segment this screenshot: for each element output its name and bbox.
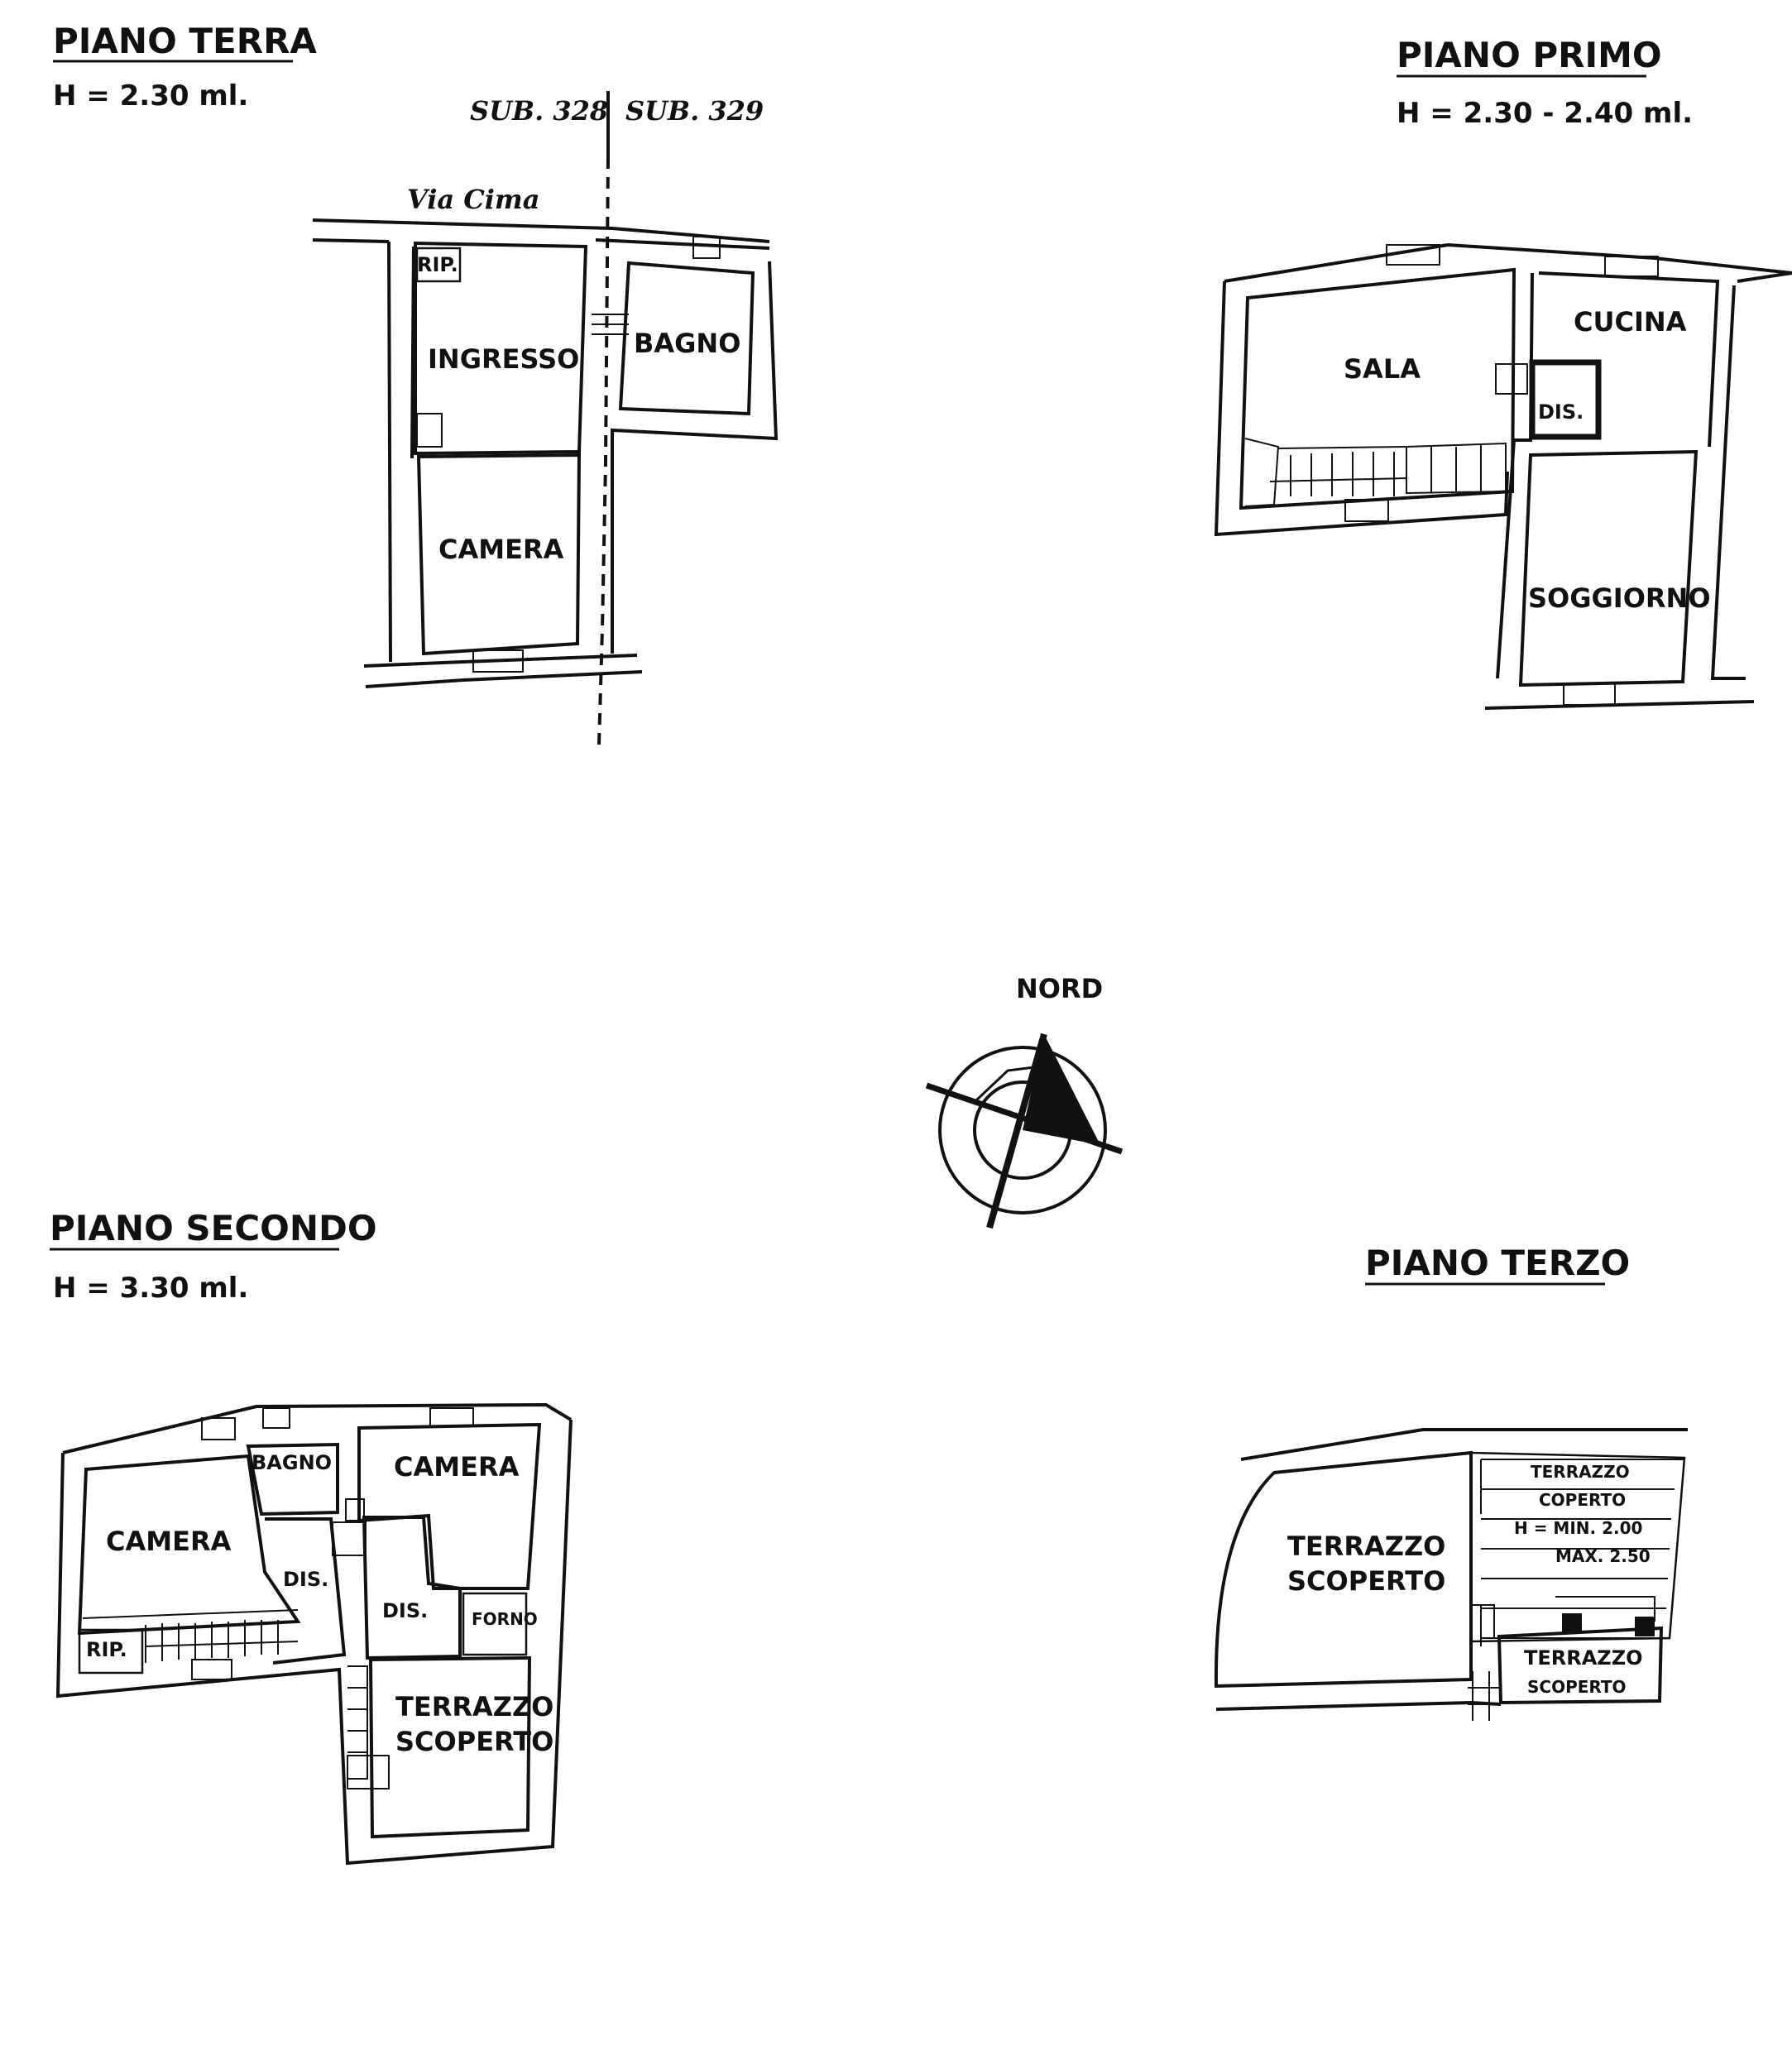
first-floor-height: H = 2.30 - 2.40 ml.: [1397, 97, 1693, 130]
second-floor-plan: PIANO SECONDO H = 3.30 ml. BAGNO: [50, 1208, 573, 1866]
ground-bagno-label: BAGNO: [634, 328, 740, 359]
second-rip-label: RIP.: [86, 1638, 127, 1661]
street-name: Via Cima: [407, 184, 540, 215]
north-compass: NORD: [925, 973, 1124, 1229]
third-terrazzo-scoperto-line1: TERRAZZO: [1287, 1531, 1445, 1562]
ground-floor-height: H = 2.30 ml.: [53, 79, 248, 113]
third-floor-title: PIANO TERZO: [1365, 1243, 1630, 1283]
first-dis-label: DIS.: [1538, 400, 1584, 424]
second-floor-height: H = 3.30 ml.: [53, 1272, 248, 1305]
third-terrazzo-small-line2: SCOPERTO: [1527, 1677, 1627, 1697]
second-dis-left-label: DIS.: [283, 1568, 328, 1591]
second-camera-left-label: CAMERA: [106, 1526, 232, 1557]
first-floor-plan: PIANO PRIMO H = 2.30 - 2.40 ml. SALA CUC…: [1214, 35, 1792, 710]
first-soggiorno-label: SOGGIORNO: [1528, 582, 1711, 614]
ground-camera-label: CAMERA: [438, 534, 564, 565]
first-cucina-label: CUCINA: [1574, 306, 1687, 338]
ground-ingresso-label: INGRESSO: [428, 343, 579, 375]
first-sala-label: SALA: [1344, 353, 1421, 385]
sub-329-label: SUB. 329: [625, 95, 764, 127]
third-floor-plan: PIANO TERZO TERRAZZO SCOPERTO TERRAZZO C…: [1214, 1243, 1688, 1721]
third-height-min: H = MIN. 2.00: [1514, 1518, 1642, 1538]
second-terrazzo-line2: SCOPERTO: [395, 1726, 553, 1757]
ground-floor-plan: PIANO TERRA H = 2.30 ml. SUB. 328 SUB. 3…: [53, 21, 779, 745]
third-terrazzo-coperto-line2: COPERTO: [1539, 1490, 1626, 1510]
ground-rip-label: RIP.: [417, 253, 458, 276]
second-dis-right-label: DIS.: [382, 1599, 428, 1622]
second-forno-label: FORNO: [472, 1609, 538, 1629]
sub-328-label: SUB. 328: [470, 95, 608, 127]
third-height-max: MAX. 2.50: [1555, 1546, 1651, 1566]
second-terrazzo-line1: TERRAZZO: [395, 1691, 553, 1722]
north-arrow-icon: [1023, 1034, 1100, 1145]
third-terrazzo-coperto-line1: TERRAZZO: [1531, 1462, 1630, 1482]
third-terrazzo-scoperto-line2: SCOPERTO: [1287, 1565, 1445, 1597]
second-camera-right-label: CAMERA: [394, 1451, 520, 1483]
second-bagno-label: BAGNO: [252, 1451, 332, 1474]
third-terrazzo-small-line1: TERRAZZO: [1524, 1646, 1643, 1670]
compass-label: NORD: [1016, 973, 1103, 1004]
second-floor-title: PIANO SECONDO: [50, 1208, 377, 1248]
ground-floor-title: PIANO TERRA: [53, 21, 317, 61]
first-floor-title: PIANO PRIMO: [1397, 35, 1662, 75]
